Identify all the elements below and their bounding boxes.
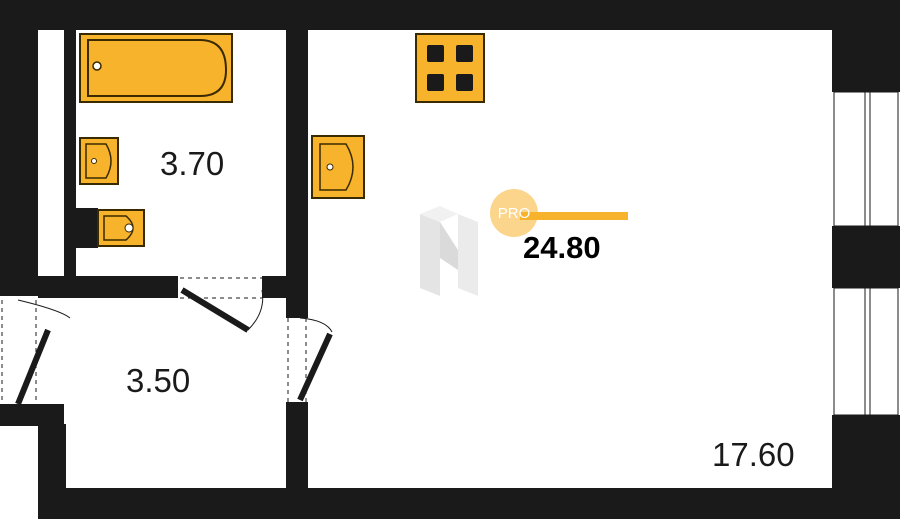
total-area-label: 24.80 xyxy=(523,230,601,265)
entry-door xyxy=(1,299,71,406)
watermark-logo-icon xyxy=(420,206,478,296)
pro-badge-text: PRO xyxy=(498,205,531,222)
bathroom-area-label: 3.70 xyxy=(160,145,224,182)
bathtub-icon xyxy=(79,33,233,103)
hallway-area-label: 3.50 xyxy=(126,362,190,399)
bathroom-sink-icon xyxy=(79,137,119,185)
pro-badge: PRO xyxy=(490,189,628,237)
room-door xyxy=(287,317,333,402)
bathroom-door xyxy=(180,277,264,333)
room-area-label: 17.60 xyxy=(712,436,795,473)
kitchen-sink-icon xyxy=(311,135,365,199)
stove-icon xyxy=(415,33,485,103)
right-windows xyxy=(833,91,899,416)
toilet-icon xyxy=(76,208,145,248)
